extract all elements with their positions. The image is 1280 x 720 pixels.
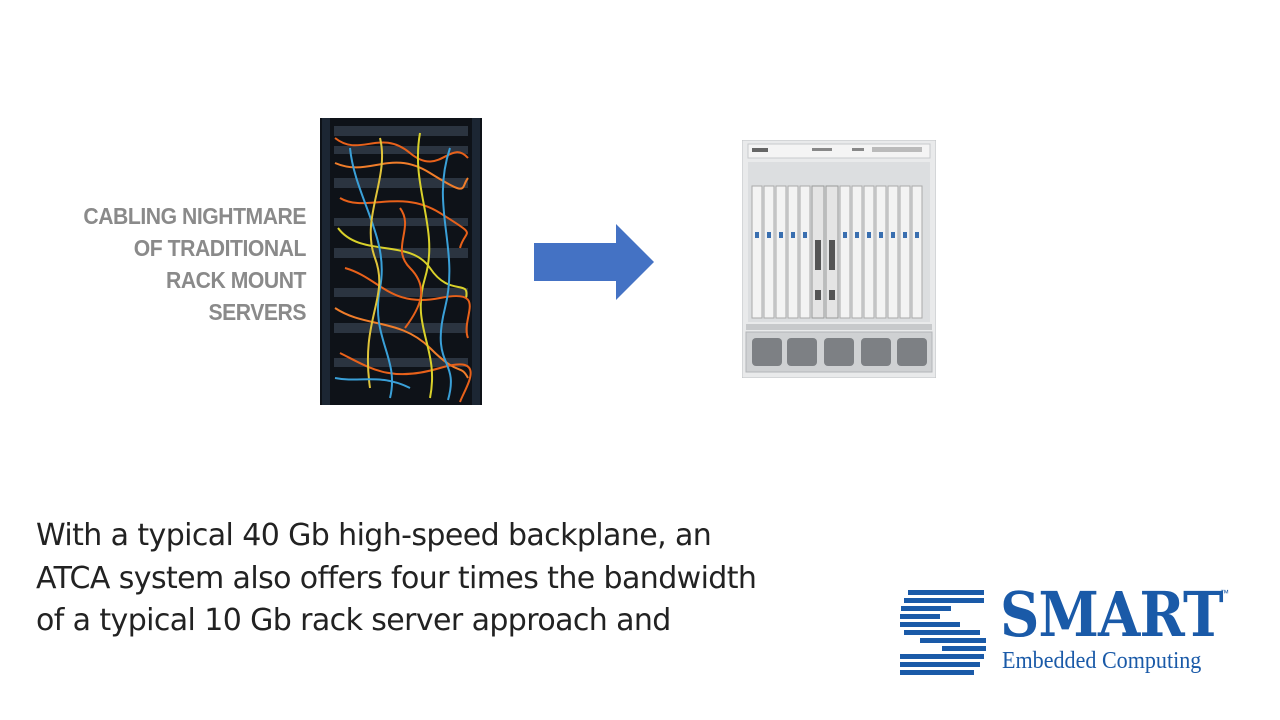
caption-line-1: With a typical 40 Gb high-speed backplan… bbox=[36, 518, 712, 553]
smart-s-logo-icon bbox=[900, 590, 986, 675]
narration-caption: With a typical 40 Gb high-speed backplan… bbox=[36, 515, 856, 643]
label-line-1: CABLING NIGHTMARE bbox=[83, 203, 306, 229]
trademark-symbol: ™ bbox=[1220, 588, 1229, 598]
label-line-2: OF TRADITIONAL bbox=[133, 235, 307, 261]
atca-chassis-image bbox=[742, 140, 936, 378]
cabled-server-rack-image bbox=[320, 118, 482, 405]
rack-description-label: CABLING NIGHTMARE OF TRADITIONAL RACK MO… bbox=[80, 200, 306, 328]
smart-logo: SMART ™ Embedded Computing bbox=[898, 578, 1243, 678]
right-arrow-icon bbox=[534, 224, 654, 300]
caption-line-3: of a typical 10 Gb rack server approach … bbox=[36, 603, 671, 638]
label-line-3: RACK MOUNT bbox=[166, 267, 306, 293]
logo-wordmark: SMART bbox=[1000, 578, 1224, 651]
caption-line-2: ATCA system also offers four times the b… bbox=[36, 560, 757, 596]
label-line-4: SERVERS bbox=[208, 299, 306, 325]
logo-tagline: Embedded Computing bbox=[1002, 648, 1202, 674]
